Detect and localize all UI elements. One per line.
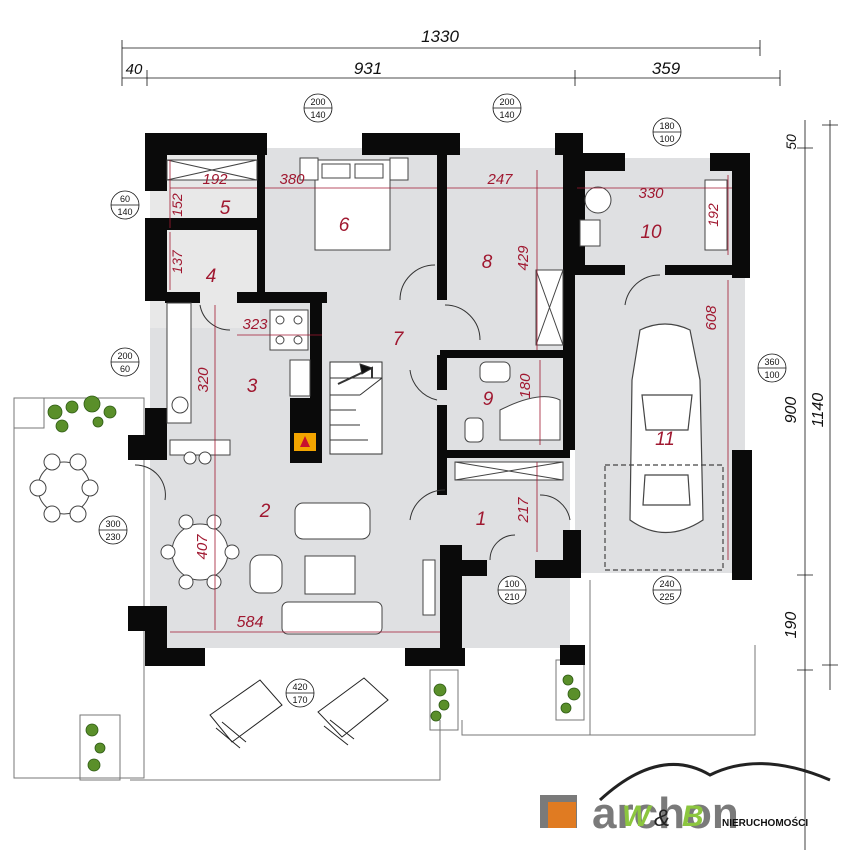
room-6-label: 6	[339, 215, 350, 236]
dim-380-label: 380	[279, 171, 305, 188]
garage-door-width: 240	[659, 579, 674, 589]
dim-190-label: 190	[783, 612, 800, 639]
room-2-label: 2	[259, 501, 271, 522]
car-icon	[604, 323, 724, 571]
dim-247-label: 247	[486, 171, 513, 188]
dim-429-label: 429	[515, 245, 532, 271]
walls	[128, 133, 752, 666]
garage-door-height: 225	[659, 592, 674, 602]
door-8-width: 100	[504, 579, 519, 589]
room-9-label: 9	[483, 389, 494, 410]
room-4-label: 4	[206, 266, 217, 287]
dim-137-label: 137	[169, 249, 185, 274]
window-7-height: 230	[105, 532, 120, 542]
dim-359-label: 359	[652, 59, 681, 78]
window-6-width: 360	[764, 357, 779, 367]
room-8-label: 8	[482, 252, 493, 273]
window-2-width: 200	[499, 97, 514, 107]
window-4-width: 60	[120, 194, 130, 204]
total-width-label: 1330	[421, 27, 459, 46]
dim-407-label: 407	[194, 534, 211, 560]
plant-icons	[47, 395, 581, 772]
door-8-height: 210	[504, 592, 519, 602]
lounger-icons	[209, 677, 389, 749]
room-7-label: 7	[393, 329, 405, 350]
logo-partner-amp: &	[654, 805, 670, 832]
dim-900-label: 900	[783, 397, 800, 424]
window-5-height: 60	[120, 364, 130, 374]
dim-320-label: 320	[195, 367, 212, 393]
window-1-height: 140	[310, 110, 325, 120]
window-5-width: 200	[117, 351, 132, 361]
room-11-label: 11	[655, 429, 675, 450]
dim-192b-label: 192	[705, 203, 721, 227]
room-5-label: 5	[220, 198, 231, 219]
room-3-label: 3	[247, 376, 258, 397]
room-1-label: 1	[476, 509, 487, 530]
logo-roof-swoosh	[598, 762, 831, 802]
dim-1140-label: 1140	[810, 393, 827, 428]
logo-brand-text: archon	[592, 789, 739, 838]
window-2-height: 140	[499, 110, 514, 120]
staircase	[329, 361, 383, 455]
logo-partner-w: W	[622, 800, 653, 833]
room-10-label: 10	[640, 222, 662, 243]
dim-330-label: 330	[638, 185, 664, 202]
dim-931-label: 931	[354, 59, 382, 78]
window-1-width: 200	[310, 97, 325, 107]
logo-partner-b: B	[682, 800, 704, 833]
outer-dim-lines	[121, 40, 838, 850]
window-3-width: 180	[659, 121, 674, 131]
window-3-height: 100	[659, 134, 674, 144]
dim-152-label: 152	[169, 193, 185, 217]
dim-40-label: 40	[126, 61, 143, 78]
dim-50-label: 50	[783, 134, 799, 150]
door-swings	[134, 264, 661, 561]
logo-orange-square	[548, 802, 576, 828]
company-logo: archon W & B NIERUCHOMOŚCI	[540, 762, 831, 838]
logo-subtitle: NIERUCHOMOŚCI	[722, 816, 808, 829]
interior-dim-lines	[169, 160, 732, 633]
window-10-width: 420	[292, 682, 307, 692]
dim-584-label: 584	[237, 614, 264, 631]
fireplace	[290, 428, 320, 456]
window-7-width: 300	[105, 519, 120, 529]
dim-323-label: 323	[242, 316, 268, 333]
dim-192-label: 192	[202, 171, 228, 188]
dim-217-label: 217	[515, 497, 532, 524]
terrace-outline	[13, 397, 756, 781]
window-6-height: 100	[764, 370, 779, 380]
dim-608-label: 608	[703, 305, 720, 331]
window-10-height: 170	[292, 695, 307, 705]
window-callouts	[98, 93, 787, 708]
window-4-height: 140	[117, 207, 132, 217]
dim-180-label: 180	[517, 373, 534, 399]
